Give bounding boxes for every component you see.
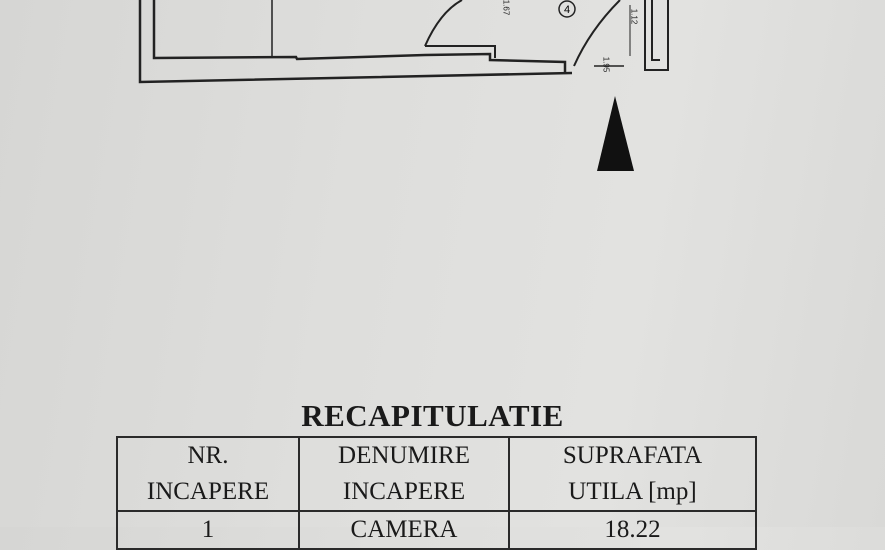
dimension-label: 1.95 bbox=[601, 56, 611, 73]
cell-area: 18.22 bbox=[508, 510, 757, 550]
inner-wall bbox=[152, 0, 567, 73]
header-area: SUPRAFATA UTILA [mp] bbox=[508, 436, 757, 512]
room-number: 4 bbox=[564, 4, 570, 16]
recap-title: RECAPITULATIE bbox=[301, 398, 564, 433]
header-text: NR. bbox=[187, 442, 229, 469]
header-text: INCAPERE bbox=[342, 478, 466, 505]
right-wall bbox=[644, 0, 669, 71]
room-number-circle bbox=[558, 0, 576, 18]
table-row: 1 CAMERA 18.22 bbox=[116, 510, 757, 550]
dimension-label: 1.12 bbox=[629, 8, 639, 25]
door-leaf-left bbox=[425, 45, 496, 58]
header-nr: NR. INCAPERE bbox=[116, 436, 300, 512]
dimension-label: 1.67 bbox=[501, 0, 511, 16]
door-arc-left bbox=[424, 0, 463, 47]
header-text: UTILA [mp] bbox=[568, 478, 697, 505]
door-arc-right bbox=[573, 0, 621, 67]
floor-plan: 4 bbox=[138, 0, 669, 171]
header-text: SUPRAFATA bbox=[562, 442, 703, 469]
header-text: INCAPERE bbox=[146, 478, 270, 505]
north-arrow-icon bbox=[597, 96, 634, 171]
cell-nr: 1 bbox=[116, 510, 300, 550]
outer-wall bbox=[138, 0, 573, 84]
cell-name: CAMERA bbox=[298, 510, 510, 550]
header-text: DENUMIRE bbox=[338, 442, 470, 469]
header-name: DENUMIRE INCAPERE bbox=[298, 436, 510, 512]
table-header-row: NR. INCAPERE DENUMIRE INCAPERE SUPRAFATA UT… bbox=[116, 436, 757, 512]
recap-table: NR. INCAPERE DENUMIRE INCAPERE SUPRAFATA UT… bbox=[116, 436, 757, 550]
